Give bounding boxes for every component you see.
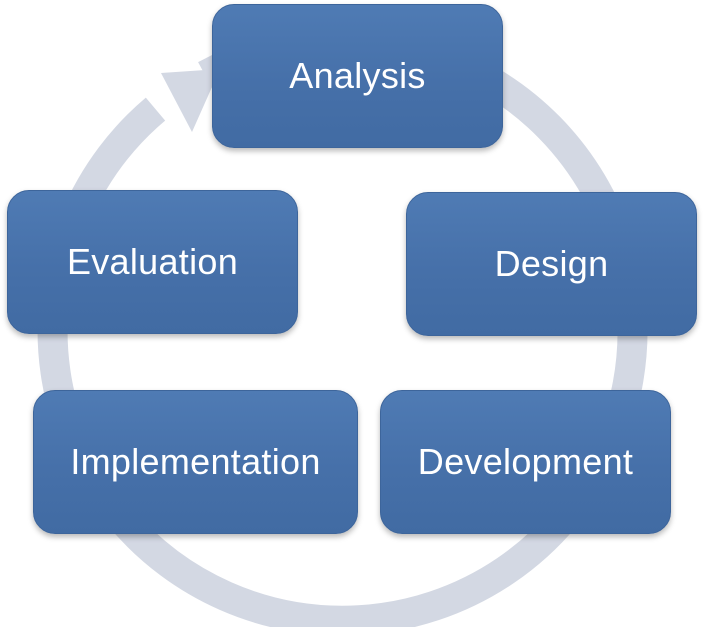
stage-analysis-label: Analysis bbox=[289, 55, 426, 96]
stage-design: Design bbox=[406, 192, 697, 336]
stage-analysis: Analysis bbox=[212, 4, 503, 148]
stage-implementation-label: Implementation bbox=[70, 441, 321, 482]
stage-evaluation: Evaluation bbox=[7, 190, 298, 334]
stage-design-label: Design bbox=[494, 243, 609, 284]
stage-development: Development bbox=[380, 390, 671, 534]
stage-development-label: Development bbox=[417, 441, 634, 482]
stage-implementation: Implementation bbox=[33, 390, 358, 534]
cycle-arrowhead bbox=[161, 69, 220, 132]
stage-evaluation-label: Evaluation bbox=[66, 241, 239, 282]
